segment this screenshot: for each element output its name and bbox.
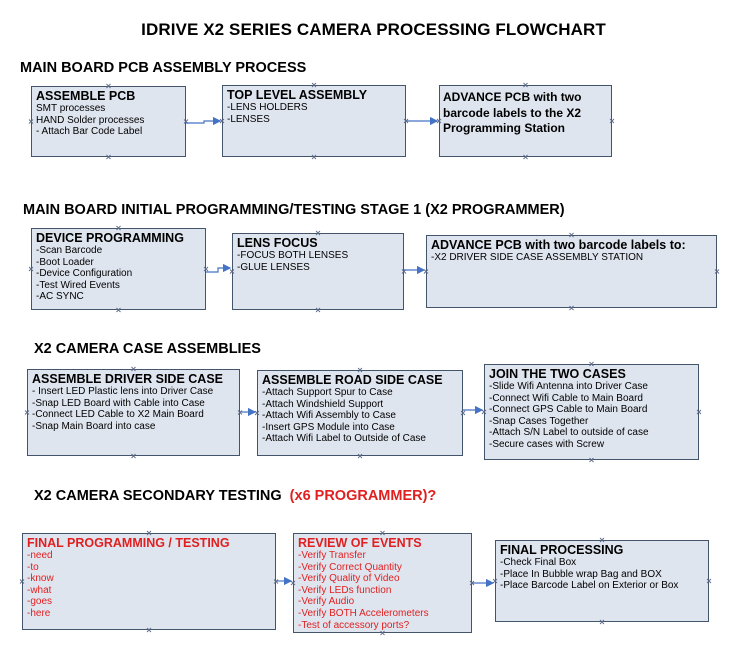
box-title: JOIN THE TWO CASES [489,367,626,381]
connection-point-mark [401,269,407,274]
arrow-pcb-to-top-level [186,116,222,126]
section-pcb-assembly: MAIN BOARD PCB ASSEMBLY PROCESS [20,60,307,76]
box-title: DEVICE PROGRAMMING [36,231,184,245]
box-advance-pcb-1: ADVANCE PCB with two barcode labels to t… [439,85,612,157]
connection-point-mark [254,410,260,416]
connection-point-mark [290,580,296,586]
box-final-processing: FINAL PROCESSING -Check Final Box -Place… [495,540,709,622]
box-title: FINAL PROGRAMMING / TESTING [27,536,230,550]
box-title: ASSEMBLE ROAD SIDE CASE [262,373,443,387]
box-top-level-assembly: TOP LEVEL ASSEMBLY -LENS HOLDERS -LENSES [222,85,406,157]
connection-point-mark [106,154,111,160]
arrow-device-to-lens [206,263,232,273]
box-title: ASSEMBLE DRIVER SIDE CASE [32,372,224,386]
box-title: ADVANCE PCB with two barcode labels to: [431,238,686,252]
connection-point-mark [423,269,429,274]
box-device-programming: DEVICE PROGRAMMING -Scan Barcode -Boot L… [31,228,206,310]
connection-point-mark [599,619,605,625]
box-title: FINAL PROCESSING [500,543,624,557]
connection-point-mark [696,409,702,415]
box-review-of-events: REVIEW OF EVENTS -Verify Transfer -Verif… [293,533,472,633]
section-secondary-testing: X2 CAMERA SECONDARY TESTING (x6 PROGRAMM… [34,488,437,504]
section-initial-programming: MAIN BOARD INITIAL PROGRAMMING/TESTING S… [23,202,565,218]
connection-point-mark [609,118,615,124]
box-title: TOP LEVEL ASSEMBLY [227,88,368,102]
connection-points [19,82,720,636]
connection-point-mark [357,367,363,373]
connection-point-mark [28,266,34,272]
connection-point-mark [273,579,279,584]
connection-point-mark [436,118,442,124]
connection-point-mark [146,627,152,633]
connection-point-mark [589,457,594,463]
box-final-programming: FINAL PROGRAMMING / TESTING -need -to -k… [22,533,276,630]
connection-point-mark [116,307,121,313]
connection-point-mark [116,225,121,231]
connection-point-mark [24,410,30,415]
connection-point-mark [19,579,25,584]
connection-point-mark [481,409,487,415]
connection-point-mark [380,530,385,536]
section-case-assemblies: X2 CAMERA CASE ASSEMBLIES [34,341,261,357]
connection-point-mark [380,630,385,636]
connection-point-mark [523,154,528,160]
connection-point-mark [569,305,574,311]
box-assemble-driver-side: ASSEMBLE DRIVER SIDE CASE - Insert LED P… [27,369,240,456]
box-title: ASSEMBLE PCB [36,89,136,103]
connection-point-mark [106,83,111,89]
connection-point-mark [146,530,152,536]
box-title: ADVANCE PCB with two barcode labels to t… [443,90,582,135]
connection-point-mark [315,307,321,313]
connection-point-mark [492,578,498,584]
connection-point-mark [183,119,189,124]
connection-point-mark [714,269,720,274]
connection-point-mark [403,118,409,124]
connection-point-mark [599,537,605,543]
page-title: IDRIVE X2 SERIES CAMERA PROCESSING FLOWC… [141,20,606,39]
connection-point-mark [315,230,321,236]
connection-point-mark [469,580,475,586]
connection-point-mark [237,410,243,415]
connection-point-mark [219,118,225,124]
connection-point-mark [460,410,466,416]
connection-point-mark [589,361,594,367]
box-title: LENS FOCUS [237,236,318,250]
connection-point-mark [311,154,317,160]
connection-point-mark [28,119,34,124]
box-join-cases: JOIN THE TWO CASES -Slide Wifi Antenna i… [484,364,699,460]
connection-point-mark [357,453,363,459]
connection-point-mark [203,266,209,272]
connection-point-mark [131,366,136,372]
connection-point-mark [569,232,574,238]
connection-point-mark [131,453,136,459]
connection-point-mark [229,269,235,274]
box-title: REVIEW OF EVENTS [298,536,422,550]
connection-point-mark [311,82,317,88]
connection-point-mark [523,82,528,88]
connection-point-mark [706,578,712,584]
